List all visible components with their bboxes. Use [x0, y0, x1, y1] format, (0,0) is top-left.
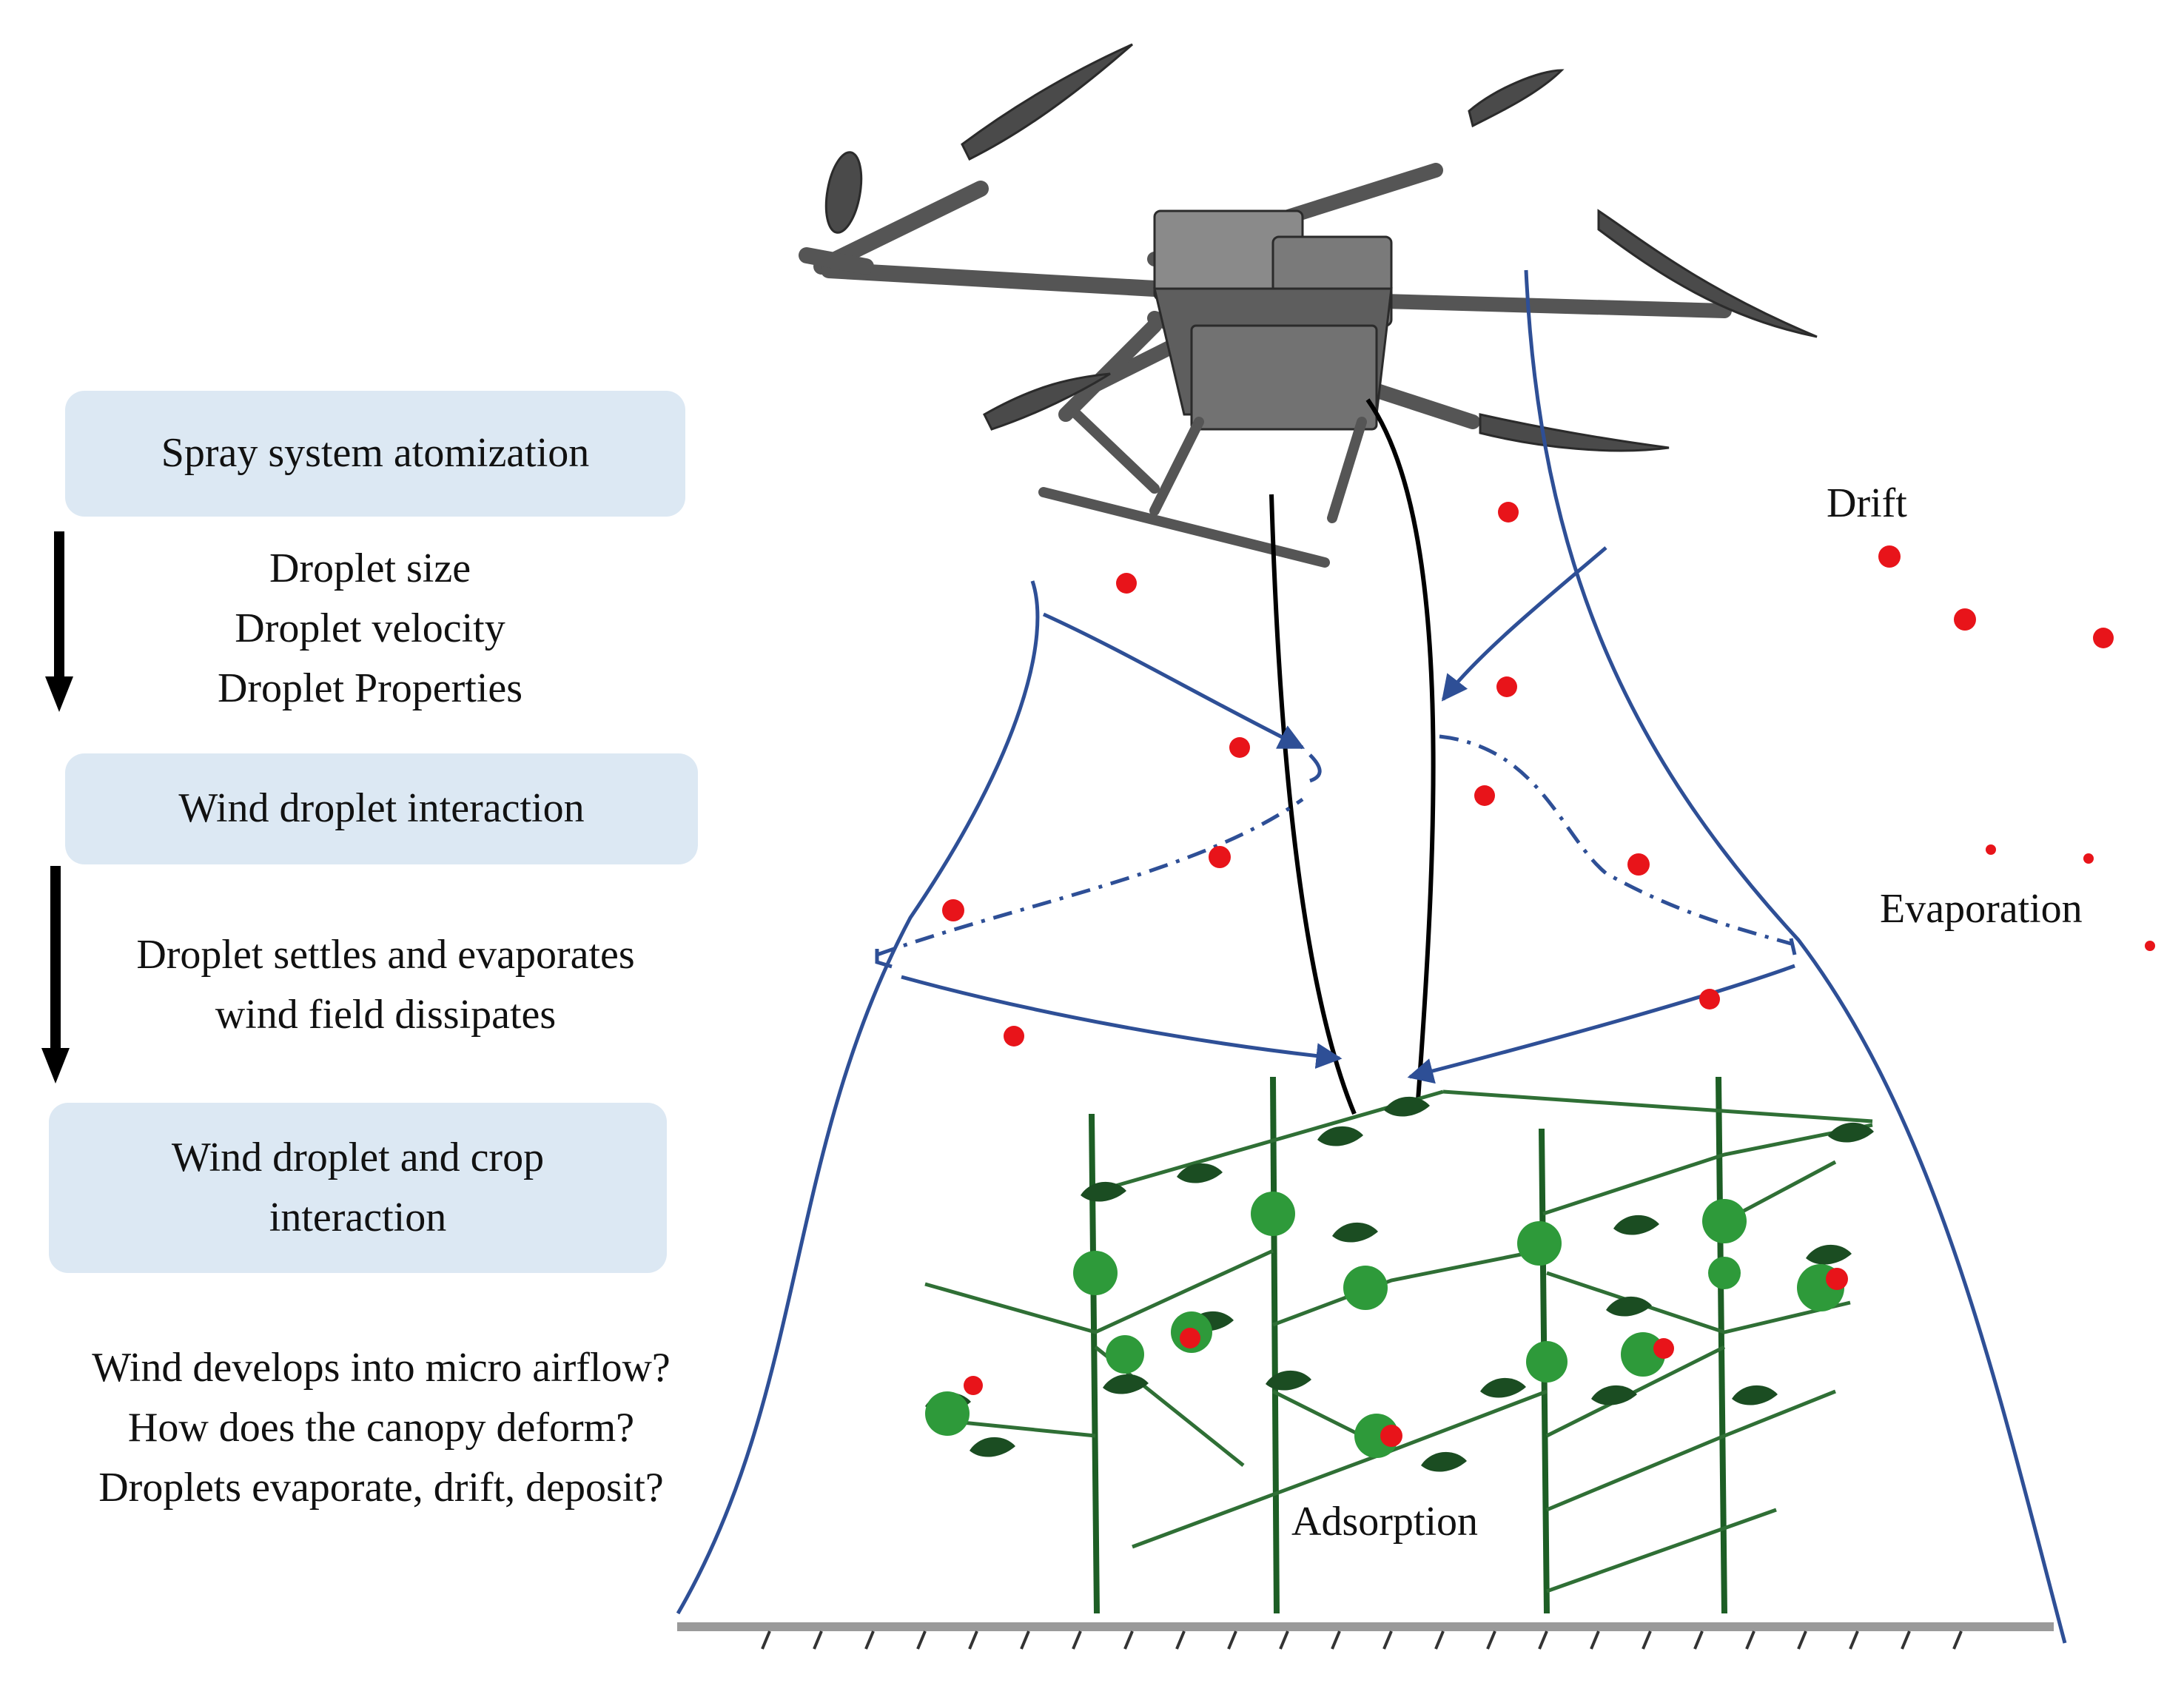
wind-envelope-right — [1524, 269, 2067, 1644]
drone-body — [1153, 209, 1393, 431]
droplet — [964, 1376, 983, 1395]
droplet — [1180, 1328, 1200, 1348]
droplet — [1653, 1338, 1674, 1359]
wind-envelope-left — [676, 580, 1040, 1615]
step-spray-atomization-label: Spray system atomization — [161, 430, 590, 477]
wind-arrow-upper-right — [1441, 546, 1607, 702]
wind-arrow-lower-left — [901, 975, 1343, 1069]
question-droplet-fate: Droplets evaporate, drift, deposit? — [98, 1465, 664, 1511]
drift-label: Drift — [1827, 480, 1907, 526]
droplet — [1496, 676, 1517, 697]
step-crop-interaction-box: Wind droplet and crop interaction — [49, 1103, 667, 1273]
droplet-velocity-text: Droplet velocity — [235, 605, 505, 652]
droplet — [942, 899, 964, 921]
spray-stream-left — [1269, 494, 1357, 1115]
spray-streams — [1269, 398, 1436, 1115]
droplet — [1116, 573, 1137, 594]
wind-dissipate-line: wind field dissipates — [215, 992, 557, 1038]
droplet — [1699, 989, 1720, 1010]
dissipation-contour-left — [876, 797, 1304, 957]
spray-stream-right — [1365, 398, 1436, 1111]
droplet-size-text: Droplet size — [269, 545, 471, 591]
drone — [799, 43, 1818, 568]
adsorption-label: Adsorption — [1291, 1499, 1478, 1545]
droplet-properties-text: Droplet Properties — [217, 665, 523, 712]
droplet — [1986, 844, 1996, 855]
droplet — [2145, 941, 2155, 951]
wind-arrows — [901, 546, 1795, 1084]
droplet — [1229, 737, 1250, 758]
question-micro-airflow: Wind develops into micro airflow? — [92, 1345, 671, 1391]
step-wind-droplet-box: Wind droplet interaction — [65, 753, 698, 864]
droplet — [1380, 1425, 1402, 1447]
ground — [677, 1622, 2054, 1650]
step-crop-interaction-line2: interaction — [269, 1195, 447, 1240]
droplet — [2083, 853, 2094, 864]
question-canopy-deform: How does the canopy deform? — [127, 1405, 635, 1451]
droplet — [1878, 545, 1901, 568]
open-questions: Wind develops into micro airflow? How do… — [15, 1338, 747, 1519]
droplet — [1627, 853, 1650, 876]
step-crop-interaction-line1: Wind droplet and crop — [171, 1134, 545, 1180]
droplet — [2093, 628, 2114, 648]
droplet — [1498, 502, 1519, 523]
droplet — [1826, 1268, 1848, 1290]
wind-field-envelope — [676, 269, 2067, 1644]
step-wind-droplet-label: Wind droplet interaction — [178, 785, 585, 832]
droplet — [1954, 608, 1976, 631]
wind-arrow-lower-right — [1407, 964, 1795, 1084]
droplet — [1474, 785, 1495, 806]
droplet-properties-list: Droplet size Droplet velocity Droplet Pr… — [148, 539, 592, 719]
dissipation-contour-right — [1439, 734, 1792, 946]
droplets — [942, 502, 2155, 1447]
droplet — [1209, 846, 1231, 868]
wind-arrow-upper-left — [1042, 612, 1306, 750]
settle-evaporate-line: Droplet settles and evaporates — [136, 932, 635, 978]
settle-dissipate-text: Droplet settles and evaporates wind fiel… — [71, 925, 700, 1045]
step-spray-atomization-box: Spray system atomization — [65, 391, 685, 517]
evaporation-label: Evaporation — [1880, 886, 2083, 932]
dissipation-contours — [876, 734, 1792, 957]
drone-propellers — [824, 43, 1818, 452]
droplet — [1004, 1026, 1024, 1047]
drone-landing-gear — [1038, 409, 1367, 568]
